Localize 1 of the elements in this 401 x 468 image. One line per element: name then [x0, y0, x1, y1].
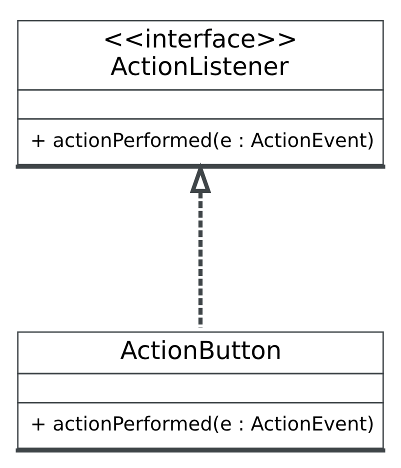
arrow — [190, 162, 212, 328]
